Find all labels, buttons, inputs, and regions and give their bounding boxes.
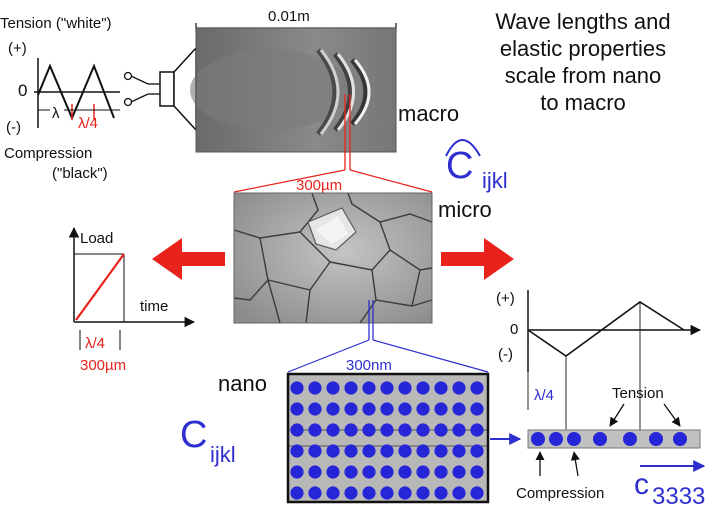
load-plot: Load time λ/4 300µm xyxy=(68,226,196,374)
headline-line-4: to macro xyxy=(540,90,626,115)
right-tension-label: Tension xyxy=(612,385,664,402)
compression-label: Compression xyxy=(4,145,92,162)
compression-annotation: Compression xyxy=(516,451,604,502)
c-hat-symbol: C xyxy=(446,145,473,187)
c3333-symbol: c xyxy=(634,468,649,501)
zero-label: 0 xyxy=(18,81,27,100)
c-hat-tensor: C ijkl xyxy=(445,139,508,193)
headline-line-3: scale from nano xyxy=(504,63,662,88)
right-plus-label: (+) xyxy=(496,290,515,307)
load-length-label: 300µm xyxy=(80,357,126,374)
left-red-arrow xyxy=(152,238,225,280)
minus-label: (-) xyxy=(6,119,21,136)
lambda-label: λ xyxy=(52,105,60,122)
headline-line-2: elastic properties xyxy=(499,36,667,61)
wave-inset: Tension ("white") (+) 0 (-) Compression … xyxy=(0,15,197,182)
headline-line-1: Wave lengths and xyxy=(495,9,671,34)
nano-label: nano xyxy=(218,371,267,396)
c-nano-tensor: C ijkl xyxy=(180,414,236,467)
load-ramp-line xyxy=(75,253,125,321)
right-minus-label: (-) xyxy=(498,346,513,363)
right-wave-line xyxy=(527,301,685,357)
c-nano-subscript: ijkl xyxy=(210,442,236,467)
quarter-lambda-label: λ/4 xyxy=(78,115,98,132)
nano-lattice xyxy=(286,372,490,504)
macro-label: macro xyxy=(398,101,459,126)
tension-annotation: Tension xyxy=(609,385,681,427)
tension-white-label: Tension ("white") xyxy=(0,15,112,32)
plus-label: (+) xyxy=(8,40,27,57)
c3333-subscript: 3333 xyxy=(652,483,705,510)
c-nano-symbol: C xyxy=(180,414,207,456)
rod xyxy=(527,429,701,449)
micro-scale-label: 300µm xyxy=(296,177,342,194)
load-xlabel: time xyxy=(140,298,168,315)
headline: Wave lengths and elastic properties scal… xyxy=(452,8,714,116)
right-wave-plot: (+) 0 (-) λ/4 xyxy=(496,290,702,448)
micro-label: micro xyxy=(438,197,492,222)
terminal-bottom xyxy=(123,97,133,107)
c3333-label: c 3333 xyxy=(634,460,705,510)
load-quarter-lambda: λ/4 xyxy=(85,335,105,352)
nano-scale-label: 300nm xyxy=(346,357,392,374)
micro-image xyxy=(233,192,433,324)
load-ylabel: Load xyxy=(80,230,113,247)
macro-scale-label: 0.01m xyxy=(268,8,310,25)
macro-image: 0.01m xyxy=(190,8,397,153)
right-red-arrow xyxy=(441,238,514,280)
right-zero-label: 0 xyxy=(510,321,518,338)
c-hat-subscript: ijkl xyxy=(482,168,508,193)
black-label: ("black") xyxy=(52,165,108,182)
terminal-top xyxy=(123,71,133,81)
right-quarter-lambda: λ/4 xyxy=(534,387,554,404)
right-compression-label: Compression xyxy=(516,485,604,502)
